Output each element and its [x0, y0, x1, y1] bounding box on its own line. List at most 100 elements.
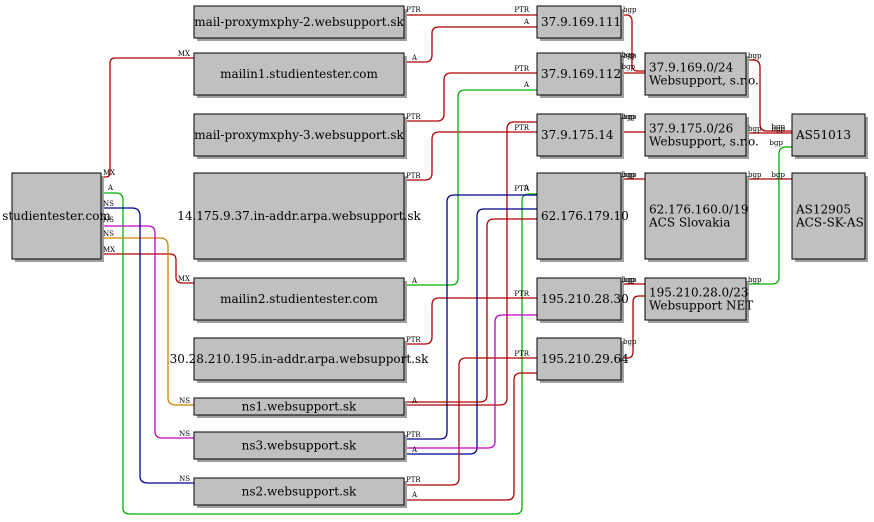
edge-label-bgp-175-0: bgp [623, 113, 637, 121]
node-label: 195.210.28.30 [541, 292, 629, 306]
edge-label-a-mailin2-1: A [523, 81, 530, 89]
node-mailin1[interactable]: mailin1.studientester.com [193, 52, 407, 98]
edge-label-bgp-62-0: bgp [623, 171, 637, 179]
node-box [536, 52, 622, 96]
node-box [644, 52, 747, 96]
node-box [193, 172, 405, 260]
edge-ns-ns3 [101, 225, 194, 439]
edge-label-ptr-169-111-1: PTR [514, 6, 529, 14]
edge-label-a-169-111-0: A [411, 54, 418, 62]
edge-label-ptr-ns3-0: PTR [406, 431, 421, 439]
node-label: mailin2.studientester.com [220, 292, 378, 306]
node-label: ns3.websupport.sk [242, 439, 357, 453]
node-label: 14.175.9.37.in-addr.arpa.websupport.sk [177, 209, 421, 223]
edge-ptr-ns2 [404, 357, 537, 486]
edge-label-ptr-169-111-0: PTR [406, 6, 421, 14]
node-label: ns2.websupport.sk [242, 485, 357, 499]
edge-bgp-111 [621, 14, 645, 72]
node-box [193, 5, 405, 39]
node-ip-195-28-30[interactable]: 195.210.28.30 [536, 277, 629, 323]
edge-a-mailin2 [404, 89, 537, 286]
node-ip-37-169-112[interactable]: 37.9.169.112 [536, 52, 624, 98]
edge-label-mx-mailin1-1: MX [178, 50, 190, 58]
edge-label-ns-ns3-0: NS [103, 216, 114, 224]
edge-label-bgp-112-1: bgp [622, 51, 636, 59]
node-box [193, 397, 405, 416]
node-box [193, 477, 405, 506]
node-label: 37.9.169.111 [541, 15, 621, 29]
edge-label-ns-ns2-0: NS [103, 200, 114, 208]
node-ip-37-175-14[interactable]: 37.9.175.14 [536, 113, 624, 159]
edge-label-ptr-ns3-1: PTR [514, 185, 529, 193]
edge-bgp-195-64 [621, 295, 645, 359]
edge-a-ns2 [404, 372, 537, 501]
node-rdns-37-175-14[interactable]: 14.175.9.37.in-addr.arpa.websupport.sk [177, 172, 422, 262]
edge-label-ns-ns3-1: NS [179, 430, 190, 438]
node-box [536, 113, 622, 157]
edge-label-mx-mailin1-0: MX [103, 169, 115, 177]
edge-label-ptr-175-14-0: PTR [406, 172, 421, 180]
node-label: mail-proxymxphy-2.websupport.sk [194, 15, 404, 29]
node-ip-195-29-64[interactable]: 195.210.29.64 [536, 337, 629, 383]
edge-label-mx-mailin2-1: MX [178, 275, 190, 283]
edge-ns-ns1 [101, 237, 194, 406]
node-box [644, 113, 747, 157]
node-mailin2[interactable]: mailin2.studientester.com [193, 277, 407, 323]
node-ns2[interactable]: ns2.websupport.sk [193, 477, 407, 508]
node-box [193, 337, 405, 381]
edge-label-mx-mailin2-0: MX [103, 246, 115, 254]
node-label: 62.176.160.0/19 [649, 203, 748, 217]
edge-ns3-extra [404, 218, 537, 403]
edge-label-a-ns2-0: A [411, 491, 418, 499]
node-label: 37.9.175.0/26 [649, 122, 733, 136]
edge-label-ptr-195-28-30-1: PTR [514, 290, 529, 298]
edge-label-bgp-112-0: bgp [623, 52, 637, 60]
edge-label-ptr-175-14-1: PTR [514, 124, 529, 132]
edge-label-ns-ns1-0: NS [103, 230, 114, 238]
node-rdns-195-28-30[interactable]: 30.28.210.195.in-addr.arpa.websupport.sk [170, 337, 430, 383]
node-ip-37-169-111[interactable]: 37.9.169.111 [536, 5, 624, 41]
node-mail-proxy-2[interactable]: mail-proxymxphy-2.websupport.sk [193, 5, 407, 41]
edge-label-a-ns3-0: A [411, 446, 418, 454]
node-label: 37.9.169.112 [541, 67, 621, 81]
edge-label-ptr-169-112-1: PTR [514, 65, 529, 73]
node-label: ns1.websupport.sk [242, 400, 357, 414]
edge-label-bgp-net169-as-0: bgp [748, 52, 762, 60]
edge-label-bgp-111-1: bgp [622, 63, 636, 71]
node-label: AS51013 [795, 128, 851, 142]
edge-label-bgp-net62-as-1: bgp [772, 171, 786, 179]
node-box [536, 172, 622, 260]
node-label: Websupport, s.r.o. [649, 74, 759, 88]
node-label: ACS Slovakia [648, 216, 730, 230]
node-label: 195.210.29.64 [541, 352, 629, 366]
node-ns3[interactable]: ns3.websupport.sk [193, 431, 407, 462]
node-mail-proxy-3[interactable]: mail-proxymxphy-3.websupport.sk [193, 113, 407, 159]
node-ns1[interactable]: ns1.websupport.sk [193, 397, 407, 418]
edge-label-bgp-62-1: bgp [622, 171, 636, 179]
edge-a-62 [101, 192, 537, 515]
edge-label-ptr-ns2-0: PTR [406, 476, 421, 484]
node-as51013[interactable]: AS51013 [791, 113, 868, 159]
node-box [536, 5, 622, 39]
node-studientester[interactable]: studientester.com [2, 172, 111, 262]
edge-a-ns1 [404, 121, 537, 406]
edge-labels-layer: MX MX MX MX A A NS NS NS NS NS NS PTR PTR A A PTR PTR PTR P… [103, 6, 786, 499]
edge-label-bgp-175-1: bgp [622, 113, 636, 121]
edge-label-bgp-net195-as-1: bgp [770, 139, 784, 147]
node-label: mail-proxymxphy-3.websupport.sk [194, 128, 404, 142]
edge-label-ns-ns1-1: NS [179, 397, 190, 405]
node-box [644, 277, 747, 321]
node-label: Websupport NET [649, 299, 753, 313]
edge-label-a-ns1-0: A [411, 397, 418, 405]
edge-label-bgp-111-0: bgp [623, 6, 637, 14]
edge-label-ns-ns2-1: NS [179, 475, 190, 483]
node-ip-62-176-179-10[interactable]: 62.176.179.10 [536, 172, 629, 262]
edge-ptr-ns3 [404, 194, 537, 440]
node-box [791, 172, 866, 260]
